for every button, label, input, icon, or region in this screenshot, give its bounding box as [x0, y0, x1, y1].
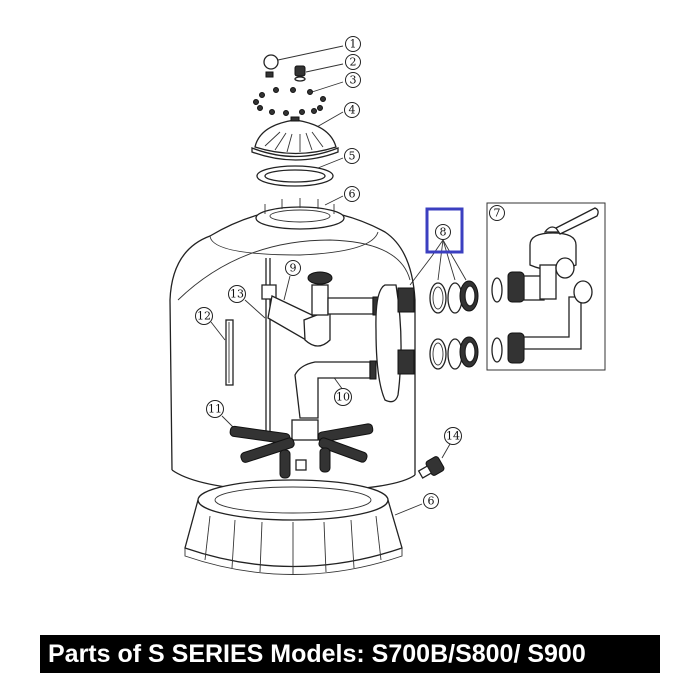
diagram-caption: Parts of S SERIES Models: S700B/S800/ S9… [40, 635, 660, 673]
callout-6-top: 6 [344, 186, 360, 202]
callout-3: 3 [345, 72, 361, 88]
callout-9: 9 [285, 260, 301, 276]
drain-plug [417, 456, 445, 479]
callout-14: 14 [444, 427, 462, 445]
svg-text:3: 3 [350, 74, 357, 87]
callout-13: 13 [228, 285, 246, 303]
svg-text:5: 5 [349, 150, 356, 163]
lid-gasket [256, 165, 334, 187]
highlight-box [425, 207, 464, 254]
filter-base [184, 479, 403, 575]
callout-1: 1 [345, 36, 361, 52]
laterals [229, 419, 374, 479]
sight-glass [225, 319, 234, 386]
svg-text:13: 13 [230, 288, 244, 301]
svg-text:14: 14 [446, 430, 460, 443]
svg-text:7: 7 [494, 207, 501, 220]
filter-tank [169, 198, 416, 493]
filter-lid [251, 116, 339, 161]
svg-text:4: 4 [349, 104, 356, 117]
svg-text:1: 1 [350, 38, 357, 51]
svg-text:6: 6 [349, 188, 356, 201]
callout-11: 11 [206, 400, 224, 418]
svg-text:10: 10 [336, 391, 350, 404]
callout-5: 5 [344, 148, 360, 164]
internal-pipework [261, 258, 415, 440]
svg-text:8: 8 [440, 226, 447, 239]
callout-6-base: 6 [423, 493, 439, 509]
callout-7: 7 [489, 205, 505, 221]
svg-text:12: 12 [197, 310, 211, 323]
lid-bolts [253, 87, 326, 116]
callout-8: 8 [435, 224, 451, 240]
air-relief-valve [294, 65, 306, 82]
svg-text:9: 9 [290, 262, 297, 275]
callout-12: 12 [195, 307, 213, 325]
svg-text:11: 11 [208, 403, 222, 416]
callout-10: 10 [334, 388, 352, 406]
pressure-gauge [263, 54, 279, 78]
svg-text:6: 6 [428, 495, 435, 508]
multiport-valve-panel [486, 202, 606, 371]
svg-text:2: 2 [350, 56, 357, 69]
leader-lines [210, 45, 467, 516]
callout-4: 4 [344, 102, 360, 118]
callout-2: 2 [345, 54, 361, 70]
union-sets [429, 280, 479, 370]
